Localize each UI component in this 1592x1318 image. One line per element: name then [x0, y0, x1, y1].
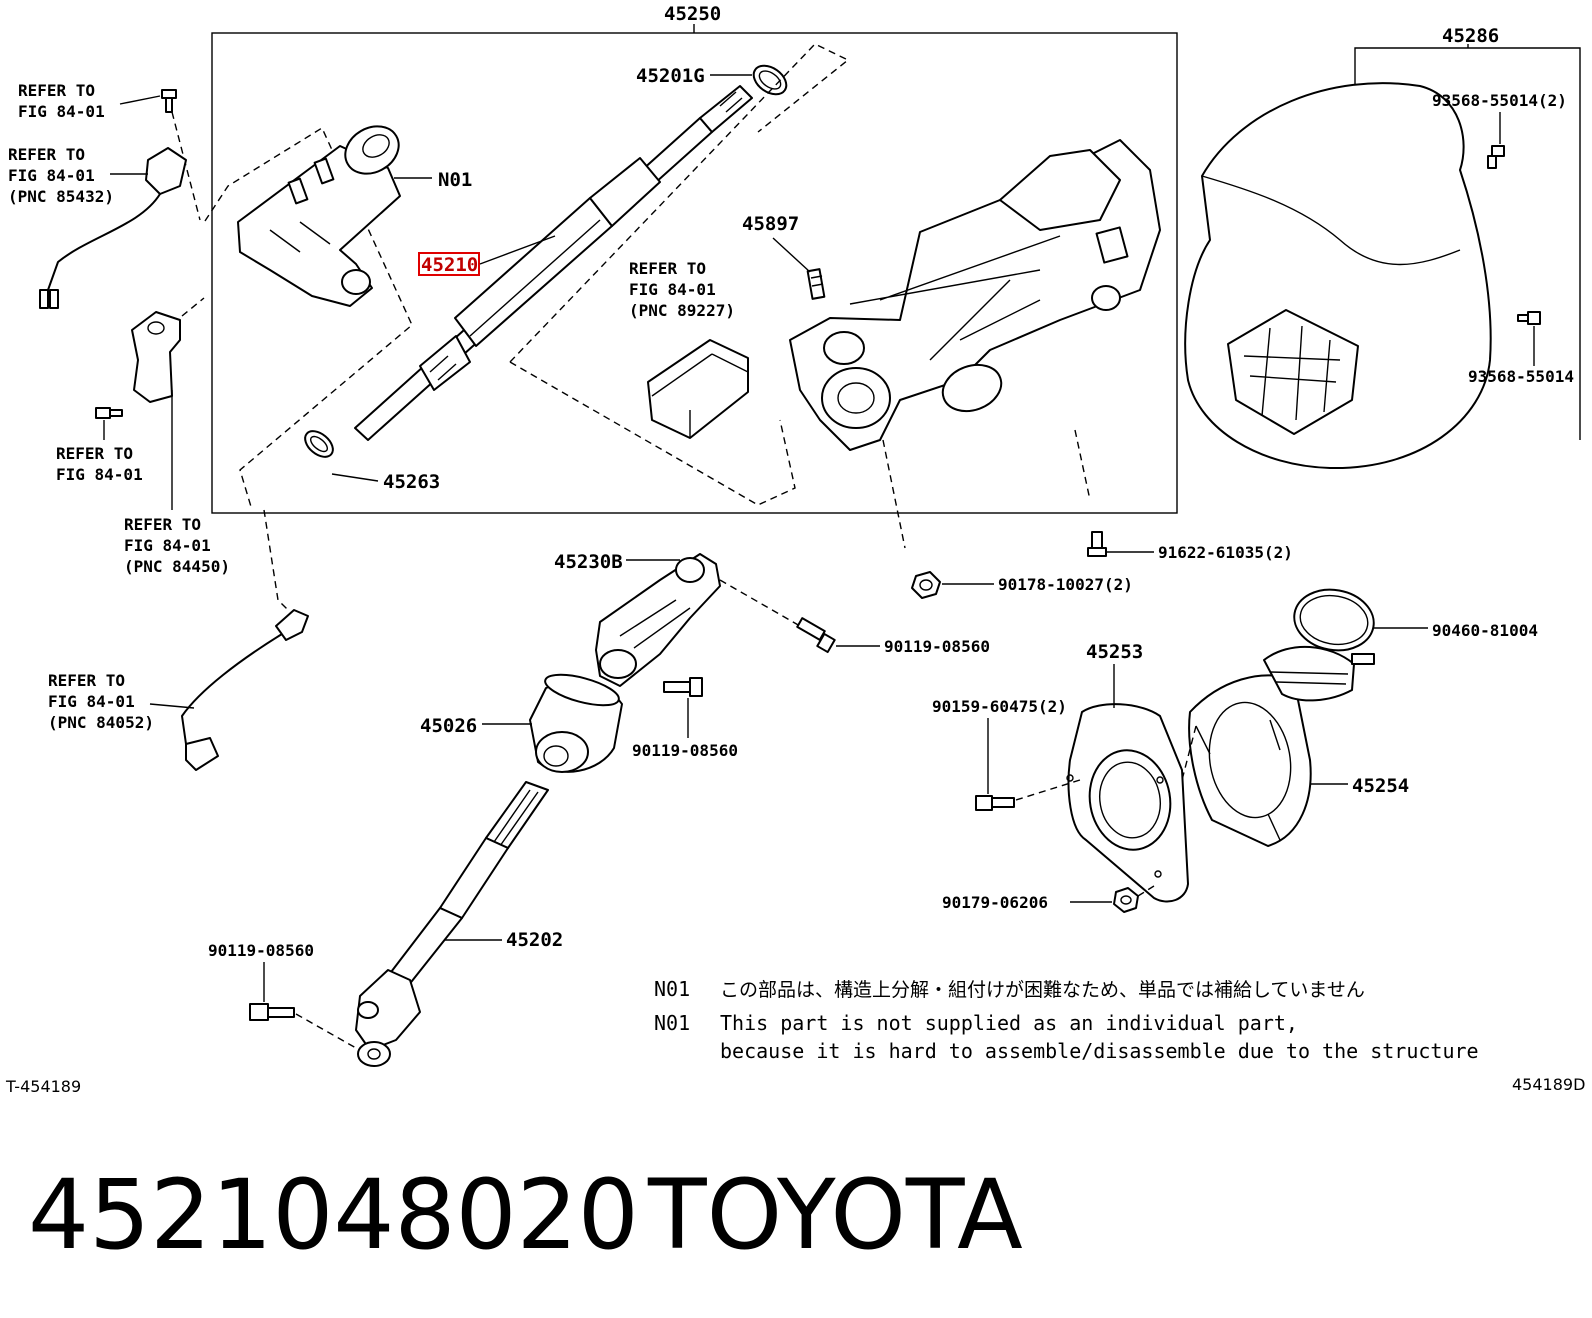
part-number-45897: 45897 [742, 213, 799, 235]
part-number-45253: 45253 [1086, 641, 1143, 663]
note-en-code: N01 [654, 1011, 690, 1035]
column-cover-45286 [1184, 82, 1492, 470]
part-number-45201G: 45201G [636, 65, 705, 87]
ring-45201G [752, 64, 788, 96]
steering-shaft-45210 [354, 85, 753, 441]
part-number-93568-55014: 93568-55014 [1468, 367, 1574, 386]
bolt-90159-60475 [975, 795, 1015, 811]
bolt-90119-08560-a [796, 617, 836, 654]
note-jp-text: この部品は、構造上分解・組付けが困難なため、単品では補給していません [720, 979, 1365, 1001]
bolt-45897 [806, 268, 826, 300]
nut-90178-10027 [911, 571, 941, 599]
part-number-45254: 45254 [1352, 775, 1409, 797]
refer-note-3-line2: FIG 84-01 [56, 465, 143, 484]
note-en-line1: This part is not supplied as an individu… [720, 1011, 1298, 1035]
part-number-45202: 45202 [506, 929, 563, 951]
module-pnc-89227 [647, 339, 749, 439]
highlight-box-45210 [418, 252, 480, 276]
boot-45026 [529, 673, 623, 773]
part-number-90119-08560-b: 90119-08560 [632, 741, 738, 760]
refer-note-6-line1: REFER TO [629, 259, 706, 278]
refer-note-4-line1: REFER TO [124, 515, 201, 534]
refer-note-3-line1: REFER TO [56, 444, 133, 463]
refer-note-2-line1: REFER TO [8, 145, 85, 164]
sensor-pnc-85432 [39, 147, 187, 309]
caption-brand: TOYOTA [647, 1159, 1023, 1271]
column-assembly [789, 139, 1161, 451]
part-number-90119-08560-a: 90119-08560 [884, 637, 990, 656]
part-number-45210: 45210 [421, 254, 478, 276]
assembly-number-45286: 45286 [1442, 25, 1499, 47]
caption-part-number: 4521048020 [28, 1159, 639, 1271]
sensor-pnc-84052 [181, 609, 309, 771]
refer-note-5-line3: (PNC 84052) [48, 713, 154, 732]
lower-shaft-45202 [355, 781, 549, 1067]
part-number-45263: 45263 [383, 471, 440, 493]
refer-note-2-line3: (PNC 85432) [8, 187, 114, 206]
refer-note-4-line3: (PNC 84450) [124, 557, 230, 576]
note-en-line2: because it is hard to assemble/disassemb… [720, 1039, 1479, 1063]
screw-93568-55014-2 [1487, 145, 1505, 169]
part-number-90119-08560-c: 90119-08560 [208, 941, 314, 960]
refer-note-5-line2: FIG 84-01 [48, 692, 135, 711]
part-number-45230B: 45230B [554, 551, 623, 573]
plate-45253 [1066, 703, 1189, 903]
refer-note-6-line3: (PNC 89227) [629, 301, 735, 320]
boot-45254 [1188, 645, 1355, 847]
part-number-90178-10027-2: 90178-10027(2) [998, 575, 1133, 594]
screw-93568-55014 [1517, 311, 1541, 325]
ring-45263 [304, 430, 334, 458]
bolt-90119-08560-b [663, 677, 703, 697]
refer-note-5-line1: REFER TO [48, 671, 125, 690]
lock-housing-N01 [237, 125, 401, 307]
part-number-91622-61035-2: 91622-61035(2) [1158, 543, 1293, 562]
bolt-91622-61035 [1087, 531, 1107, 557]
part-number-45026: 45026 [420, 715, 477, 737]
refer-note-1-line1: REFER TO [18, 81, 95, 100]
figure-id-right: 454189D [1512, 1075, 1585, 1094]
figure-id-left: T-454189 [5, 1077, 81, 1096]
bolt-90119-08560-c [249, 1003, 295, 1021]
refer-note-2-line2: FIG 84-01 [8, 166, 95, 185]
screw-refer-3 [95, 407, 123, 419]
sensor-pnc-84450 [131, 311, 181, 403]
refer-note-4-line2: FIG 84-01 [124, 536, 211, 555]
part-number-90159-60475-2: 90159-60475(2) [932, 697, 1067, 716]
part-number-93568-55014-2: 93568-55014(2) [1432, 91, 1567, 110]
clamp-90460-81004 [1293, 588, 1375, 665]
joint-45230B [595, 553, 721, 687]
screw-refer-1 [161, 89, 177, 113]
assembly-number-45250: 45250 [664, 3, 721, 25]
part-number-90179-06206: 90179-06206 [942, 893, 1048, 912]
part-number-90460-81004: 90460-81004 [1432, 621, 1538, 640]
refer-note-6-line2: FIG 84-01 [629, 280, 716, 299]
note-jp-code: N01 [654, 977, 690, 1001]
part-number-N01: N01 [438, 169, 472, 191]
nut-90179-06206 [1113, 887, 1139, 913]
refer-note-1-line2: FIG 84-01 [18, 102, 105, 121]
